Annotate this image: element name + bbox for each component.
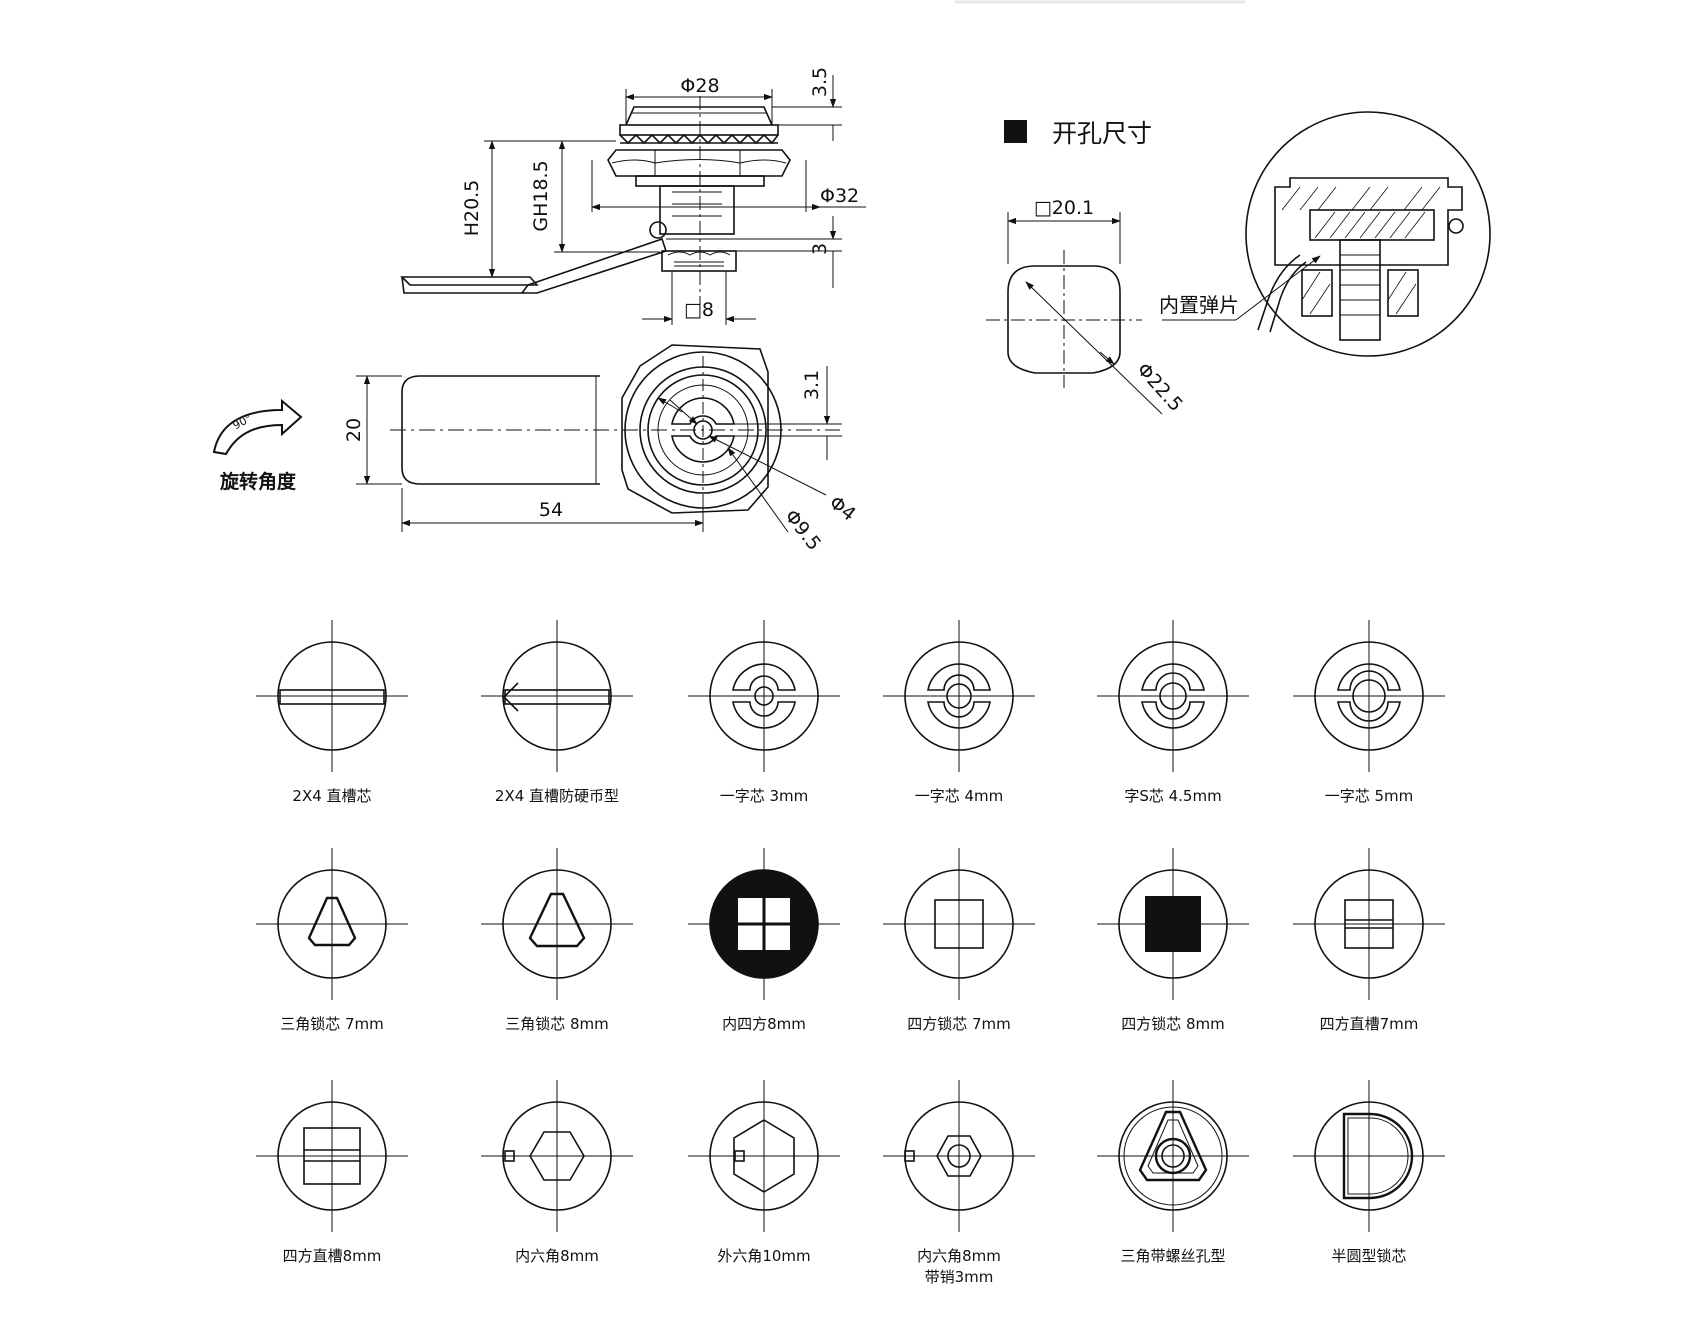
core-triangle-screw-icon — [1118, 1101, 1228, 1211]
core-label: 四方锁芯 7mm — [907, 1015, 1011, 1033]
core-triangle-7mm-icon — [277, 869, 387, 979]
core-square-8mm-icon — [1118, 869, 1228, 979]
lock-body — [659, 185, 735, 235]
serrated-ring — [619, 133, 779, 145]
cutout-heading: 开孔尺寸 — [1052, 119, 1152, 148]
side-view: Φ28 3.5 H20.5 GH18.5 Φ32 3 □8 — [400, 67, 866, 325]
core-label: 内四方8mm — [722, 1015, 806, 1033]
core-square-7mm-icon — [904, 869, 1014, 979]
hex-nut — [607, 149, 791, 177]
core-label: 四方直槽7mm — [1320, 1015, 1419, 1033]
core-inner-hex-8mm-icon — [502, 1101, 612, 1211]
core-label: 2X4 直槽防硬币型 — [495, 787, 619, 805]
core-square-slot-7mm-icon — [1314, 869, 1424, 979]
core-triangle-8mm-icon — [502, 869, 612, 979]
dim-sq20-1: □20.1 — [1034, 197, 1094, 219]
core-s-4-5mm-icon — [1118, 641, 1228, 751]
core-label: 外六角10mm — [717, 1247, 810, 1265]
core-slot-5mm-icon — [1314, 641, 1424, 751]
dim-phi32: Φ32 — [820, 185, 859, 207]
detail-circle — [1245, 111, 1491, 357]
core-slot-3mm-icon — [709, 641, 819, 751]
core-label: 一字芯 5mm — [1325, 787, 1414, 805]
heading-square-icon — [1004, 120, 1027, 143]
core-2x4-slot-anti-coin-icon — [502, 641, 612, 751]
dim-3: 3 — [809, 243, 831, 255]
dim-h20-5: H20.5 — [461, 180, 483, 237]
detail-section-view — [1257, 177, 1464, 341]
core-label: 三角锁芯 7mm — [280, 1015, 384, 1033]
hex-housing — [621, 344, 769, 514]
core-catalog: 2X4 直槽芯 2X4 直槽防硬币型 一字芯 3mm 一字芯 4mm 字S芯 4… — [256, 620, 1445, 1286]
cutout-shape — [1007, 265, 1121, 374]
dim-20: 20 — [343, 418, 365, 442]
core-label: 一字芯 4mm — [915, 787, 1004, 805]
core-slot-4mm-icon — [904, 641, 1014, 751]
core-inner-hex-pin-icon — [904, 1101, 1014, 1211]
stop-pin — [649, 221, 667, 239]
dim-phi28: Φ28 — [680, 75, 719, 97]
rotation-arrow-icon — [212, 398, 303, 456]
core-label: 三角锁芯 8mm — [505, 1015, 609, 1033]
core-label: 一字芯 3mm — [720, 787, 809, 805]
cam-tip — [400, 276, 539, 286]
top-view: 20 54 3.1 Φ4 Φ9.5 90° 旋转角度 — [212, 344, 860, 555]
cutout-section: 开孔尺寸 □20.1 Φ22.5 — [986, 111, 1491, 416]
core-label: 三角带螺丝孔型 — [1120, 1247, 1225, 1265]
core-label: 四方锁芯 8mm — [1121, 1015, 1225, 1033]
rotation-label: 旋转角度 — [219, 470, 297, 493]
core-inner-square-8mm-icon — [709, 869, 819, 979]
dim-sq8: □8 — [684, 299, 714, 321]
dim-phi22-5: Φ22.5 — [1132, 359, 1187, 416]
spring-label: 内置弹片 — [1159, 293, 1239, 317]
dim-3-5: 3.5 — [809, 67, 831, 97]
core-label: 2X4 直槽芯 — [292, 787, 371, 805]
core-label: 四方直槽8mm — [283, 1247, 382, 1265]
core-square-slot-8mm-icon — [277, 1101, 387, 1211]
core-label: 半圆型锁芯 — [1331, 1247, 1406, 1265]
head-outline — [625, 106, 773, 126]
core-label: 内六角8mm — [515, 1247, 599, 1265]
core-outer-hex-10mm-icon — [709, 1101, 819, 1211]
washer — [619, 124, 779, 136]
key-end — [661, 250, 737, 272]
dim-gh18-5: GH18.5 — [530, 160, 552, 231]
dim-phi4: Φ4 — [825, 492, 860, 526]
core-2x4-slot-icon — [277, 641, 387, 751]
dim-54: 54 — [539, 499, 563, 521]
core-crosshairs — [256, 620, 1445, 1232]
core-label: 字S芯 4.5mm — [1124, 787, 1221, 805]
core-label: 内六角8mm — [917, 1247, 1001, 1265]
core-label-line2: 带销3mm — [925, 1268, 994, 1286]
cam-arm — [522, 237, 668, 294]
core-half-round-icon — [1314, 1101, 1424, 1211]
dim-3-1: 3.1 — [801, 370, 823, 400]
